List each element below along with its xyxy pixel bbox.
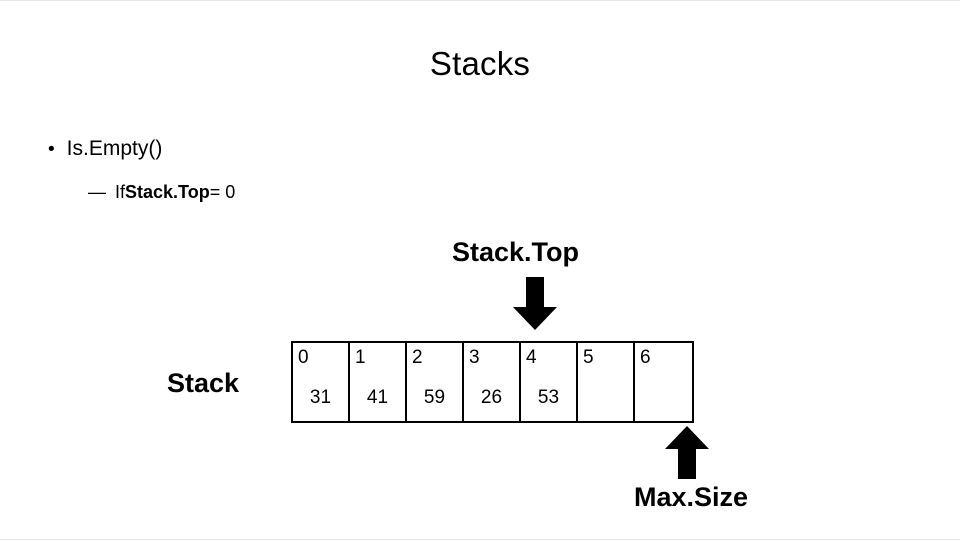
array-cell: 1 41 — [350, 343, 407, 421]
cell-value: 59 — [423, 387, 446, 408]
cell-value: 41 — [366, 387, 389, 408]
array-cell: 4 53 — [521, 343, 578, 421]
bullet-marker-dash: — — [88, 182, 106, 202]
cell-index-separator — [519, 343, 521, 372]
cell-index: 4 — [526, 347, 537, 368]
cell-index: 1 — [355, 347, 366, 368]
cell-value: 31 — [309, 387, 332, 408]
cell-index-separator — [405, 343, 407, 372]
bullet-level1: • Is.Empty() — [48, 137, 162, 161]
cell-index: 3 — [469, 347, 480, 368]
cell-index: 6 — [640, 347, 651, 368]
bullet-level2-prefix: If — [115, 182, 126, 202]
arrow-down-icon — [513, 277, 557, 330]
cell-value — [578, 372, 633, 387]
array-cell: 5 — [578, 343, 635, 421]
cell-value: 53 — [537, 387, 560, 408]
cell-value: 26 — [480, 387, 503, 408]
cell-index-separator — [462, 343, 464, 372]
cell-index: 5 — [583, 347, 594, 368]
bullet-level2-bold: Stack.Top — [125, 182, 210, 202]
bullet-marker-dot: • — [48, 139, 55, 160]
array-cell: 6 — [635, 343, 692, 421]
cell-index-separator — [576, 343, 578, 372]
stack-array: 0 31 1 41 2 59 3 26 4 53 — [291, 341, 694, 423]
stack-label: Stack — [167, 368, 240, 398]
array-cell: 3 26 — [464, 343, 521, 421]
array-cell: 2 59 — [407, 343, 464, 421]
arrow-up-icon — [665, 426, 709, 479]
cell-index: 2 — [412, 347, 423, 368]
stacktop-label: Stack.Top — [452, 237, 580, 267]
bullet-level1-text: Is.Empty() — [66, 137, 163, 160]
array-cell: 0 31 — [293, 343, 350, 421]
bullet-level2: — If Stack.Top = 0 — [88, 182, 235, 203]
maxsize-label: Max.Size — [634, 482, 749, 512]
cell-value — [635, 372, 692, 387]
bullet-level2-suffix: = 0 — [209, 182, 236, 202]
cell-index: 0 — [298, 347, 309, 368]
page-title: Stacks — [429, 45, 531, 82]
cell-index-separator — [348, 343, 350, 372]
